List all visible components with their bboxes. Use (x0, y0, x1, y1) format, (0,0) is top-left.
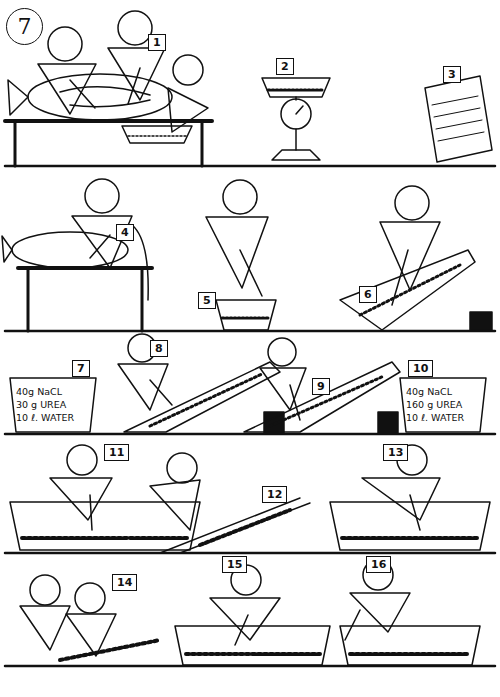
callout-number: 16 (366, 556, 391, 573)
number-text: 11 (109, 446, 124, 459)
callout-number: 1 (148, 34, 166, 51)
number-text: 3 (448, 68, 456, 81)
number-text: 10 (413, 362, 428, 375)
callout-number: 6 (359, 286, 377, 303)
callout-number: 2 (276, 58, 294, 75)
callout-number: 4 (116, 224, 134, 241)
callout-number: 10 (408, 360, 433, 377)
callout-number: 14 (112, 574, 137, 591)
number-text: 4 (121, 226, 129, 239)
recipe-line: 30 g UREA (16, 398, 96, 411)
number-text: 12 (267, 488, 282, 501)
number-text: 14 (117, 576, 132, 589)
number-text: 16 (371, 558, 386, 571)
number-text: 7 (77, 362, 85, 375)
recipe-line: 10 ℓ. WATER (16, 411, 96, 424)
number-text: 13 (388, 446, 403, 459)
number-text: 5 (203, 294, 211, 307)
callout-number: 9 (312, 378, 330, 395)
callout-number: 7 (72, 360, 90, 377)
sheet-number: 7 (6, 8, 43, 45)
number-text: 6 (364, 288, 372, 301)
callout-number: 5 (198, 292, 216, 309)
recipe-line: 160 g UREA (406, 398, 486, 411)
recipe-line: 40g NaCL (16, 385, 96, 398)
callout-number: 11 (104, 444, 129, 461)
solution-bucket: 40g NaCL160 g UREA10 ℓ. WATER (400, 378, 486, 432)
callout-number: 8 (150, 340, 168, 357)
callout-number: 3 (443, 66, 461, 83)
callout-number: 15 (222, 556, 247, 573)
solution-bucket: 40g NaCL30 g UREA10 ℓ. WATER (10, 378, 96, 432)
number-text: 8 (155, 342, 163, 355)
recipe-line: 40g NaCL (406, 385, 486, 398)
callout-number: 12 (262, 486, 287, 503)
number-text: 7 (18, 14, 32, 39)
callout-number: 13 (383, 444, 408, 461)
number-text: 1 (153, 36, 161, 49)
number-text: 15 (227, 558, 242, 571)
number-text: 2 (281, 60, 289, 73)
recipe-line: 10 ℓ. WATER (406, 411, 486, 424)
number-text: 9 (317, 380, 325, 393)
